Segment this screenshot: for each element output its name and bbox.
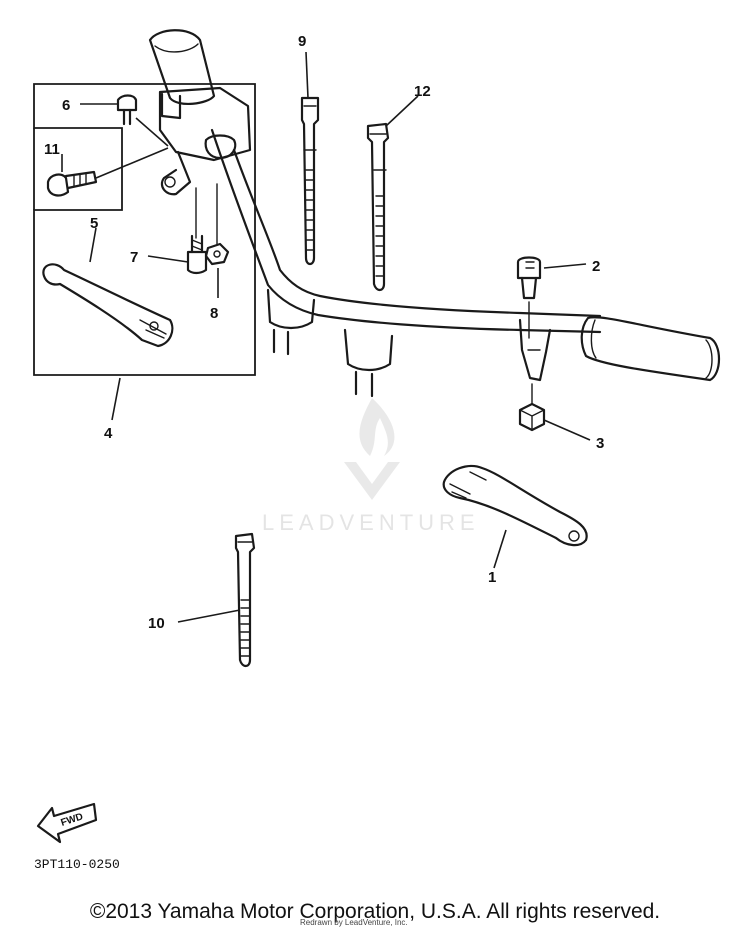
callout-12: 12 (414, 83, 431, 100)
part-9-band (300, 96, 320, 266)
callout-2: 2 (592, 258, 600, 275)
callout-3: 3 (596, 435, 604, 452)
callout-7: 7 (130, 249, 138, 266)
callout-9: 9 (298, 33, 306, 50)
callout-10: 10 (148, 615, 165, 632)
group-box-4 (33, 83, 256, 376)
part-10-band (234, 532, 256, 668)
part-12-band (366, 122, 390, 292)
part-3-nut (518, 402, 546, 432)
diagram-code: 3PT110-0250 (34, 857, 120, 872)
handlebar (210, 128, 721, 398)
part-11-bolt (46, 170, 98, 197)
part-6-screw (116, 94, 138, 126)
part-5-lever (42, 263, 174, 348)
fwd-arrow: FWD (36, 802, 98, 844)
callout-5: 5 (90, 215, 98, 232)
callout-1: 1 (488, 569, 496, 586)
callout-8: 8 (210, 305, 218, 322)
callout-6: 6 (62, 97, 70, 114)
copyright-notice: ©2013 Yamaha Motor Corporation, U.S.A. A… (89, 900, 661, 923)
part-7-bolt (186, 234, 208, 275)
bolt-axis-lines (195, 183, 218, 245)
left-grip-assembly (148, 29, 252, 196)
axis-line-2-3 (528, 301, 533, 405)
callout-11: 11 (44, 141, 60, 158)
part-1-lever (442, 464, 588, 547)
part-8-nut (204, 242, 230, 266)
part-2-bolt (516, 256, 542, 300)
leader-lines (61, 51, 591, 623)
redrawn-note: Redrawn by LeadVenture, Inc. (300, 918, 408, 927)
callout-4: 4 (104, 425, 113, 442)
watermark-logo: LEADVENTURE (262, 398, 480, 535)
watermark-text: LEADVENTURE (262, 510, 480, 535)
